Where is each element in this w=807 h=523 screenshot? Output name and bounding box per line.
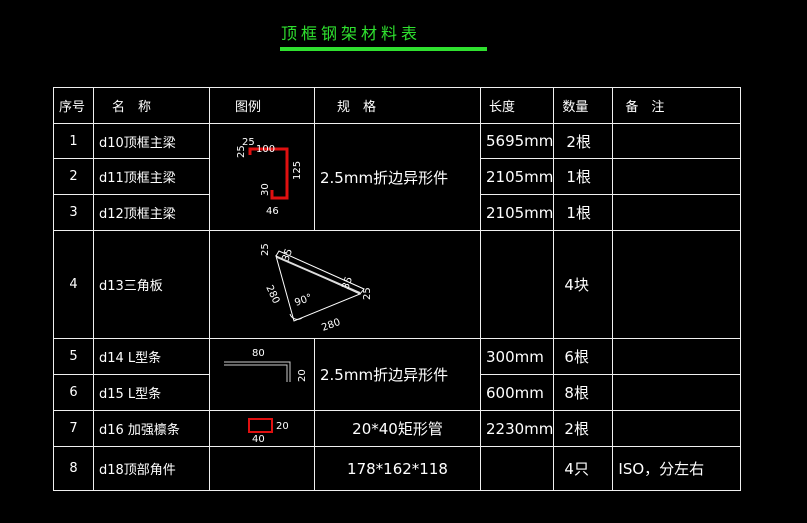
header-remark: 备 注: [612, 87, 742, 124]
dim-label: 20: [297, 369, 308, 382]
figure-empty: [209, 446, 315, 491]
row-remark: [612, 123, 742, 159]
row-length: 2105mm: [479, 158, 555, 195]
figure-triangle: 25 35 35 25 280 280 90°: [209, 230, 481, 339]
dim-label: 125: [292, 161, 303, 180]
row-no: 6: [53, 374, 94, 411]
dim-label: 20: [276, 421, 289, 432]
row-qty: 2根: [553, 123, 614, 159]
row-no: 8: [53, 446, 94, 491]
row-name: d15 L型条: [93, 374, 210, 411]
table-row: 7 d16 加强檩条 20 40 20*40矩形管 2230mm 2根: [53, 410, 742, 447]
row-length: [479, 230, 555, 339]
row-name: d14 L型条: [93, 338, 210, 375]
table-row: 1 d10顶框主梁 25 100 25 125 30 46 2.5mm折边异形件…: [53, 123, 742, 231]
figure-tube: 20 40: [209, 410, 315, 447]
row-no: 3: [53, 194, 94, 231]
spec-zbeam: 2.5mm折边异形件: [314, 123, 481, 231]
dim-label: 46: [266, 206, 279, 217]
table-row: 2 d11顶框主梁 2105mm 1根: [53, 158, 742, 195]
row-remark: [612, 374, 742, 411]
row-no: 5: [53, 338, 94, 375]
row-remark: [612, 338, 742, 375]
row-qty: 4块: [553, 230, 614, 339]
dim-label: 25: [362, 287, 373, 300]
row-qty: 1根: [553, 194, 614, 231]
dim-label: 35: [280, 247, 295, 263]
header-name: 名 称: [93, 87, 210, 124]
page-title: 顶框钢架材料表: [281, 24, 422, 43]
spec-tube: 20*40矩形管: [314, 410, 481, 447]
row-qty: 2根: [553, 410, 614, 447]
dim-label: 40: [252, 434, 265, 445]
row-name: d16 加强檩条: [93, 410, 210, 447]
dim-label: 25: [242, 137, 255, 148]
dim-label: 35: [340, 275, 355, 291]
row-length: [479, 446, 555, 491]
table-row: 4 d13三角板 25 35 35 25 280 280 90° 4块: [53, 230, 742, 339]
dim-label: 90°: [293, 292, 313, 308]
dim-label: 80: [252, 348, 265, 359]
header-no: 序号: [53, 87, 94, 124]
row-remark: [612, 410, 742, 447]
row-qty: 4只: [553, 446, 614, 491]
dim-label: 280: [320, 316, 342, 333]
dim-label: 30: [260, 183, 271, 196]
table-row: 8 d18顶部角件 178*162*118 4只 ISO，分左右: [53, 446, 742, 491]
row-length: 300mm: [479, 338, 555, 375]
dim-label: 100: [256, 144, 275, 155]
header-qty: 数量: [553, 87, 614, 124]
materials-table: 序号 名 称 图例 规 格 长度 数量 备 注 1 d10顶框主梁 25 100…: [53, 87, 742, 491]
header-figure: 图例: [209, 87, 315, 124]
row-name: d10顶框主梁: [93, 123, 210, 159]
header-row: 序号 名 称 图例 规 格 长度 数量 备 注: [53, 87, 742, 124]
title-underline: [280, 47, 487, 51]
row-length: 2105mm: [479, 194, 555, 231]
table-row: 6 d15 L型条 600mm 8根: [53, 374, 742, 411]
row-no: 7: [53, 410, 94, 447]
row-remark: [612, 194, 742, 231]
spec-corner: 178*162*118: [314, 446, 481, 491]
row-qty: 8根: [553, 374, 614, 411]
dim-label: 25: [260, 243, 271, 256]
spec-lbar: 2.5mm折边异形件: [314, 338, 481, 411]
row-name: d13三角板: [93, 230, 210, 339]
figure-lbar: 80 20: [209, 338, 315, 411]
dim-label: 280: [263, 283, 281, 305]
dim-label: 25: [236, 145, 247, 158]
row-length: 2230mm: [479, 410, 555, 447]
header-length: 长度: [479, 87, 555, 124]
row-no: 2: [53, 158, 94, 195]
row-name: d11顶框主梁: [93, 158, 210, 195]
row-name: d18顶部角件: [93, 446, 210, 491]
row-no: 1: [53, 123, 94, 159]
row-no: 4: [53, 230, 94, 339]
row-length: 5695mm: [479, 123, 555, 159]
row-length: 600mm: [479, 374, 555, 411]
row-remark: [612, 158, 742, 195]
row-remark: ISO，分左右: [612, 446, 742, 491]
row-qty: 6根: [553, 338, 614, 375]
row-remark: [612, 230, 742, 339]
figure-zbeam: 25 100 25 125 30 46: [209, 123, 315, 231]
header-spec: 规 格: [314, 87, 481, 124]
table-row: 5 d14 L型条 80 20 2.5mm折边异形件 300mm 6根: [53, 338, 742, 411]
row-qty: 1根: [553, 158, 614, 195]
row-name: d12顶框主梁: [93, 194, 210, 231]
